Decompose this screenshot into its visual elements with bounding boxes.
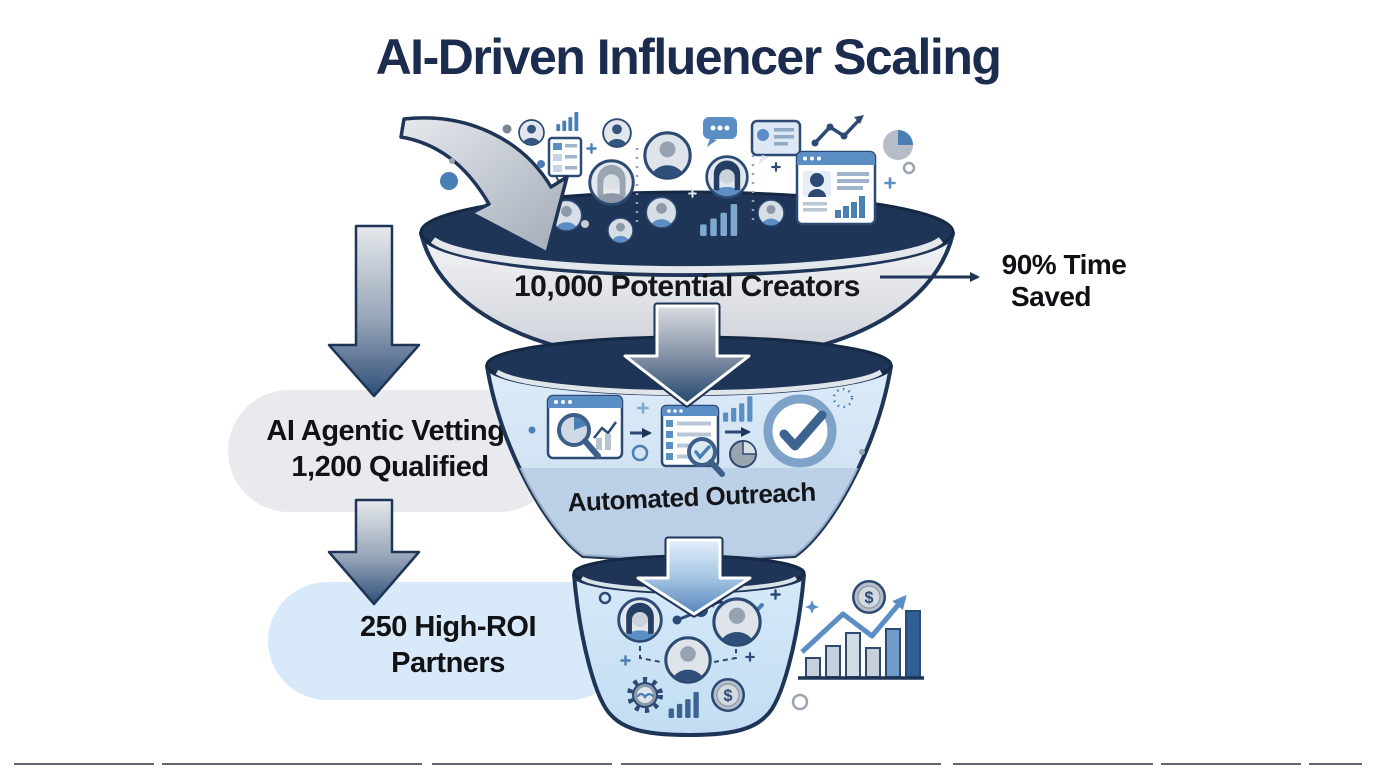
chat-dots-icon bbox=[703, 117, 737, 147]
profile-card-icon bbox=[750, 119, 802, 165]
dot bbox=[449, 158, 455, 164]
pie-chart-icon bbox=[729, 440, 757, 468]
growth-bar bbox=[905, 610, 921, 678]
dashed-connector bbox=[713, 649, 737, 663]
growth-bar bbox=[805, 657, 821, 678]
gear-handshake-icon bbox=[627, 677, 663, 713]
partners-label-line2: Partners bbox=[391, 647, 505, 679]
growth-bar bbox=[845, 632, 861, 678]
approval-check-icon bbox=[763, 394, 837, 468]
dollar-coin-icon bbox=[852, 580, 886, 614]
user-avatar-icon bbox=[519, 120, 544, 146]
down-arrow-left-2 bbox=[327, 498, 421, 606]
partner-avatar-icon bbox=[666, 638, 710, 684]
trend-line-icon bbox=[811, 115, 864, 147]
user-avatar-icon bbox=[758, 200, 784, 227]
partners-label-line1: 250 High-ROI bbox=[360, 611, 536, 643]
creator-icons-top-band bbox=[519, 112, 916, 226]
growth-bar bbox=[825, 645, 841, 678]
time-saved-line1: 90% Time bbox=[1002, 249, 1127, 280]
time-saved-callout: 90% Time Saved bbox=[880, 249, 1127, 312]
funnel-connector-arrow-2 bbox=[634, 536, 754, 618]
sparkle-icon bbox=[805, 600, 819, 614]
browser-profile-icon bbox=[795, 150, 877, 226]
checklist-search-icon bbox=[660, 404, 725, 477]
down-arrow-left-1 bbox=[327, 224, 421, 398]
analytics-search-icon bbox=[546, 394, 624, 460]
growth-bar bbox=[885, 628, 901, 678]
time-saved-line2: Saved bbox=[1011, 281, 1091, 312]
user-avatar-icon bbox=[608, 218, 633, 244]
user-avatar-icon bbox=[645, 133, 690, 180]
dashed-connector bbox=[639, 646, 662, 663]
plus-icon bbox=[884, 177, 896, 189]
growth-bar bbox=[865, 647, 881, 678]
partner-avatar-icon bbox=[714, 599, 760, 647]
dot bbox=[859, 449, 865, 455]
intake-swoosh-arrow bbox=[399, 116, 569, 255]
roi-growth-chart bbox=[791, 580, 924, 711]
partners-pill bbox=[268, 582, 628, 700]
circle-dot-icon bbox=[631, 444, 649, 462]
outreach-icons bbox=[528, 387, 865, 477]
dot bbox=[440, 172, 458, 190]
pie-chart-icon bbox=[883, 130, 913, 160]
creator-icons-in-mouth bbox=[551, 148, 784, 244]
vetting-pill bbox=[228, 390, 560, 512]
circle-dot-icon bbox=[598, 591, 612, 605]
stage1-label: 10,000 Potential Creators bbox=[514, 270, 860, 303]
dollar-coin-icon bbox=[711, 678, 745, 712]
dotted-circle-icon bbox=[832, 387, 854, 409]
checklist-bubble-icon bbox=[547, 136, 583, 186]
funnel-stage2: Automated Outreach bbox=[485, 335, 893, 590]
user-avatar-icon bbox=[646, 197, 677, 229]
user-avatar-icon bbox=[603, 119, 631, 148]
plus-icon bbox=[771, 162, 781, 172]
vetting-label-line1: AI Agentic Vetting: bbox=[266, 415, 513, 447]
circle-dot-icon bbox=[902, 161, 916, 175]
circle-dot-icon bbox=[791, 693, 809, 711]
dot bbox=[537, 160, 545, 168]
page-title: AI-Driven Influencer Scaling bbox=[376, 29, 1001, 85]
plus-icon bbox=[586, 143, 597, 154]
bar-chart-icon bbox=[556, 112, 579, 131]
vetting-label-line2: 1,200 Qualified bbox=[291, 451, 488, 483]
dot bbox=[528, 426, 536, 434]
dot bbox=[502, 124, 512, 134]
funnel-stage1-rim-highlight bbox=[430, 237, 944, 274]
funnel-connector-arrow-1 bbox=[621, 302, 753, 408]
trend-arrow-icon bbox=[800, 594, 907, 654]
